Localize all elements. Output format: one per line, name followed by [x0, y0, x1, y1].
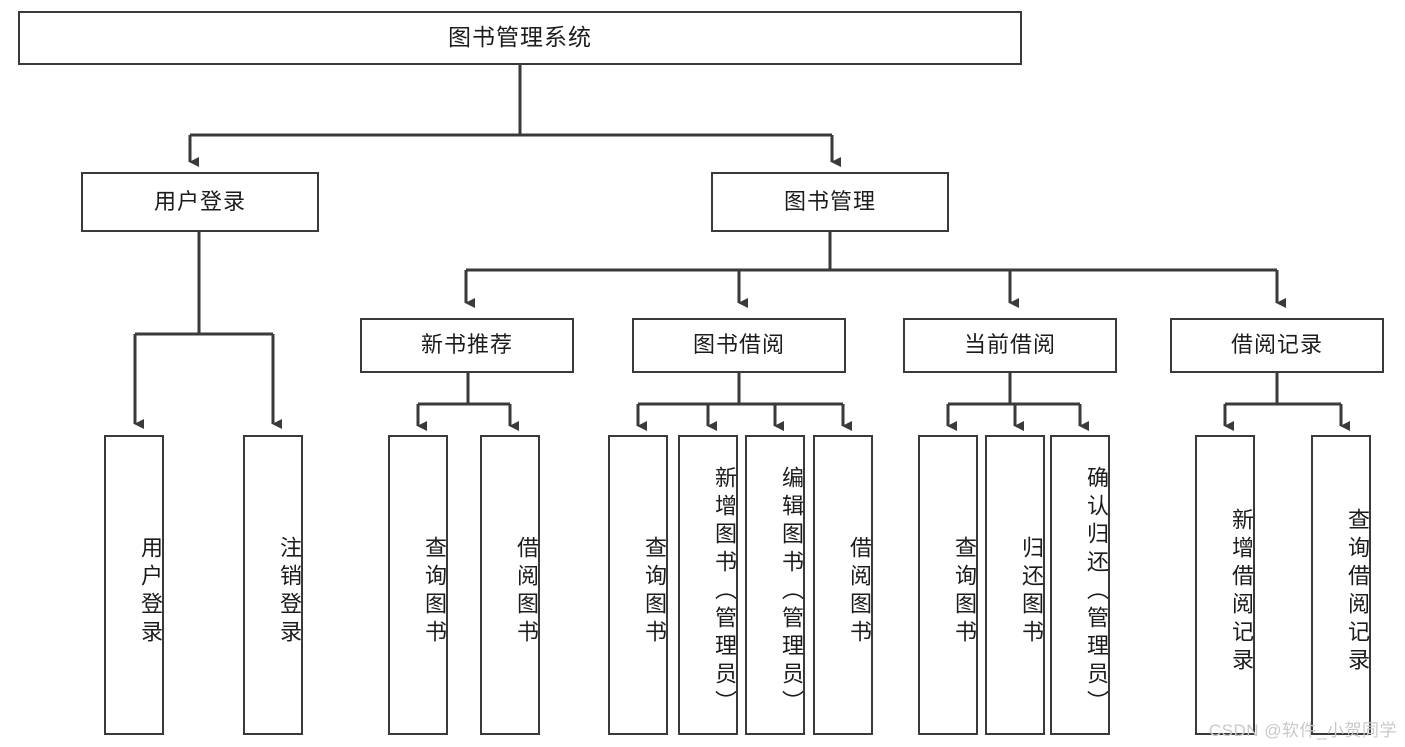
node-leaf-logout[interactable]: 注销登录 [243, 435, 303, 735]
node-borrow-record-label: 借阅记录 [1230, 332, 1323, 358]
node-leaf-query-books-borrow[interactable]: 查询图书 [608, 435, 668, 735]
node-leaf-confirm-return-admin[interactable]: 确认归还（管理员） [1050, 435, 1110, 735]
node-leaf-query-books-newbook[interactable]: 查询图书 [388, 435, 448, 735]
node-book-management-label: 图书管理 [783, 188, 876, 214]
node-book-management[interactable]: 图书管理 [711, 172, 949, 232]
node-user-login-label: 用户登录 [153, 188, 246, 214]
watermark-text: CSDN @软件_小贺同学 [1208, 721, 1397, 740]
node-leaf-borrow-books-label: 借阅图书 [847, 536, 872, 648]
node-book-borrow[interactable]: 图书借阅 [632, 318, 846, 373]
node-leaf-borrow-books-newbook-label: 借阅图书 [514, 536, 539, 648]
node-leaf-query-books-current-label: 查询图书 [952, 536, 977, 648]
node-current-borrow-label: 当前借阅 [963, 332, 1056, 358]
node-leaf-query-borrow-record-label: 查询借阅记录 [1345, 508, 1370, 676]
node-root-system[interactable]: 图书管理系统 [18, 11, 1022, 65]
node-leaf-confirm-return-admin-label: 确认归还（管理员） [1084, 466, 1109, 718]
node-new-book-recommend[interactable]: 新书推荐 [360, 318, 574, 373]
node-leaf-user-login[interactable]: 用户登录 [104, 435, 164, 735]
node-leaf-edit-book-admin-label: 编辑图书（管理员） [779, 466, 804, 718]
node-leaf-query-books-borrow-label: 查询图书 [642, 536, 667, 648]
node-leaf-add-borrow-record-label: 新增借阅记录 [1229, 508, 1254, 676]
node-leaf-edit-book-admin[interactable]: 编辑图书（管理员） [745, 435, 805, 735]
node-leaf-user-login-label: 用户登录 [138, 536, 163, 648]
node-leaf-query-borrow-record[interactable]: 查询借阅记录 [1311, 435, 1371, 735]
node-leaf-return-books[interactable]: 归还图书 [985, 435, 1045, 735]
node-leaf-add-borrow-record[interactable]: 新增借阅记录 [1195, 435, 1255, 735]
node-root-system-label: 图书管理系统 [448, 24, 592, 51]
node-leaf-logout-label: 注销登录 [277, 536, 302, 648]
node-book-borrow-label: 图书借阅 [692, 332, 785, 358]
node-new-book-recommend-label: 新书推荐 [420, 332, 513, 358]
node-leaf-query-books-newbook-label: 查询图书 [422, 536, 447, 648]
node-leaf-add-book-admin-label: 新增图书（管理员） [712, 466, 737, 718]
node-leaf-query-books-current[interactable]: 查询图书 [918, 435, 978, 735]
node-leaf-add-book-admin[interactable]: 新增图书（管理员） [678, 435, 738, 735]
node-leaf-return-books-label: 归还图书 [1019, 536, 1044, 648]
node-leaf-borrow-books[interactable]: 借阅图书 [813, 435, 873, 735]
node-leaf-borrow-books-newbook[interactable]: 借阅图书 [480, 435, 540, 735]
node-current-borrow[interactable]: 当前借阅 [903, 318, 1117, 373]
node-user-login[interactable]: 用户登录 [81, 172, 319, 232]
node-borrow-record[interactable]: 借阅记录 [1170, 318, 1384, 373]
